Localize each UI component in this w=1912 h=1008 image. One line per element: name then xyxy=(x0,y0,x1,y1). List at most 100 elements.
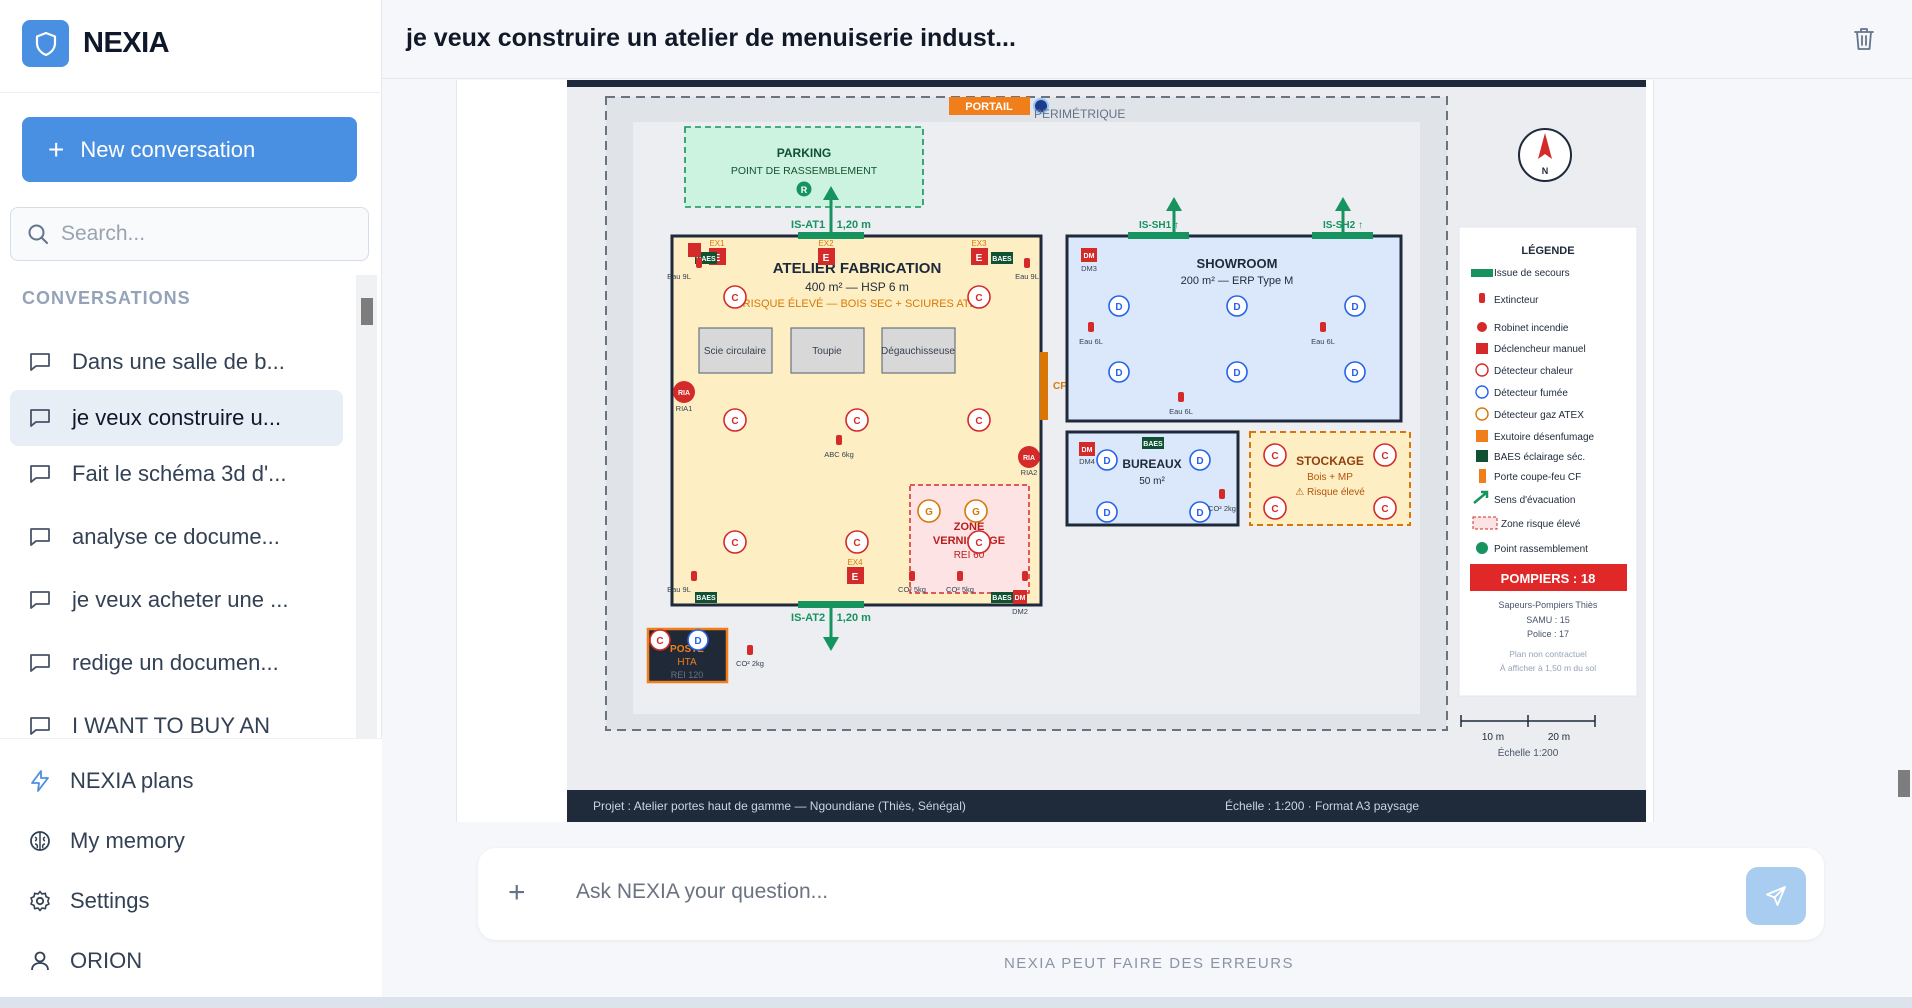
svg-text:C: C xyxy=(975,416,982,427)
trash-icon[interactable] xyxy=(1852,26,1876,52)
equipment-ids: DM3 DM4 DM2 xyxy=(1012,264,1097,616)
svg-text:Détecteur fumée: Détecteur fumée xyxy=(1494,388,1568,399)
conversation-label: analyse ce docume... xyxy=(72,524,280,549)
message-input[interactable] xyxy=(576,872,1676,912)
svg-text:C: C xyxy=(656,636,663,647)
conversation-scrollbar[interactable] xyxy=(356,275,377,738)
svg-text:EX1: EX1 xyxy=(709,239,725,248)
svg-text:BAES: BAES xyxy=(992,595,1012,602)
svg-text:C: C xyxy=(853,416,860,427)
smoke-vent-letters: EEE E xyxy=(714,253,983,583)
machine-box xyxy=(790,327,865,374)
scale-bar xyxy=(1460,715,1596,727)
new-conversation-button[interactable]: + New conversation xyxy=(22,117,357,182)
svg-text:Eau 9L: Eau 9L xyxy=(667,272,691,281)
message-scroll-area[interactable]: PORTAIL PÉRIMÉTRIQUE PARKING POINT DE RA… xyxy=(382,80,1912,822)
attach-plus-icon[interactable]: + xyxy=(508,876,526,909)
brand[interactable]: NEXIA xyxy=(22,20,170,67)
svg-text:Eau 9L: Eau 9L xyxy=(667,585,691,594)
svg-text:EX4: EX4 xyxy=(847,558,863,567)
new-conversation-label: New conversation xyxy=(80,136,256,162)
svg-text:C: C xyxy=(731,538,738,549)
svg-text:Détecteur gaz ATEX: Détecteur gaz ATEX xyxy=(1494,410,1584,421)
svg-text:DM: DM xyxy=(1082,447,1093,454)
svg-text:C: C xyxy=(1381,451,1388,462)
brain-icon xyxy=(30,831,50,851)
top-bar: je veux construire un atelier de menuise… xyxy=(382,0,1912,79)
conversation-scroll-thumb[interactable] xyxy=(361,298,373,325)
send-icon xyxy=(1766,886,1786,906)
composer: + xyxy=(478,848,1824,940)
svg-text:Zone risque élevé: Zone risque élevé xyxy=(1501,519,1581,530)
machine-label: Dégauchisseuse xyxy=(881,346,955,357)
svg-text:C: C xyxy=(731,416,738,427)
sidebar-footer: NEXIA plans My memory Settings ORION xyxy=(0,738,382,997)
fire-hose-reel xyxy=(673,381,695,403)
svg-text:C: C xyxy=(975,293,982,304)
conversation-item[interactable]: I WANT TO BUY AN xyxy=(10,698,343,738)
evacuation-arrowhead xyxy=(823,637,839,651)
user-name: ORION xyxy=(70,948,143,973)
send-button[interactable] xyxy=(1746,867,1806,925)
gas-detectors xyxy=(917,499,988,523)
evacuation-arrowhead xyxy=(823,186,839,200)
nexia-plans-link[interactable]: NEXIA plans xyxy=(28,768,194,794)
evacuation-arrowhead xyxy=(1166,197,1182,211)
rally-point-icon xyxy=(796,181,812,197)
svg-text:D: D xyxy=(1103,508,1110,519)
svg-text:D: D xyxy=(1115,368,1122,379)
manual-call-points xyxy=(688,243,1097,604)
conversation-item[interactable]: Dans une salle de b... xyxy=(10,334,343,390)
plan-footer-scale: Échelle : 1:200 · Format A3 paysage xyxy=(1225,799,1420,813)
main-panel: je veux construire un atelier de menuise… xyxy=(382,0,1912,997)
main-scroll-thumb[interactable] xyxy=(1898,770,1910,797)
legend-labels: Issue de secours Extincteur Robinet ince… xyxy=(1494,268,1595,555)
samu-label: SAMU : 15 xyxy=(1526,615,1570,625)
fire-safety-plan: PORTAIL PÉRIMÉTRIQUE PARKING POINT DE RA… xyxy=(567,80,1646,822)
svg-text:BAES: BAES xyxy=(696,595,716,602)
sapeurs-label: Sapeurs-Pompiers Thiès xyxy=(1499,600,1598,610)
svg-text:E: E xyxy=(823,253,830,264)
svg-text:DM2: DM2 xyxy=(1012,607,1028,616)
svg-text:Issue de secours: Issue de secours xyxy=(1494,268,1570,279)
settings-link[interactable]: Settings xyxy=(28,888,150,914)
conversation-item-active[interactable]: je veux construire u... xyxy=(10,390,343,446)
search-icon xyxy=(28,224,48,244)
conversation-item[interactable]: Fait le schéma 3d d'... xyxy=(10,446,343,502)
poste-rei: REI 120 xyxy=(671,670,704,680)
svg-text:D: D xyxy=(1103,456,1110,467)
fire-hose-reel-letters: RIA xyxy=(1023,455,1035,462)
fire-door xyxy=(1040,352,1048,420)
bureaux-sub: 50 m² xyxy=(1139,476,1165,487)
chat-bubble-icon xyxy=(30,591,50,609)
scale-label: Échelle 1:200 xyxy=(1498,746,1559,759)
svg-text:D: D xyxy=(1115,302,1122,313)
bottom-strip xyxy=(0,997,1912,1008)
heat-detector-letters: CC CCC CCC CC CC C xyxy=(656,293,1388,647)
plan-footer: Projet : Atelier portes haut de gamme — … xyxy=(567,790,1646,822)
fire-hose-reel-letters: RIA xyxy=(678,390,690,397)
stockage-title: STOCKAGE xyxy=(1296,454,1364,468)
conversation-item[interactable]: je veux acheter une ... xyxy=(10,572,343,628)
conversation-item[interactable]: analyse ce docume... xyxy=(10,509,343,565)
emergency-exit xyxy=(1312,232,1373,239)
svg-text:Extincteur: Extincteur xyxy=(1494,295,1539,306)
my-memory-link[interactable]: My memory xyxy=(28,828,185,854)
evacuation-arrowhead xyxy=(1335,197,1351,211)
chat-bubble-icon xyxy=(30,409,50,427)
conversation-item[interactable]: redige un documen... xyxy=(10,635,343,691)
search-input[interactable] xyxy=(61,222,341,246)
emergency-exit xyxy=(798,601,864,608)
parking-title: PARKING xyxy=(777,146,831,160)
lightning-icon xyxy=(31,770,49,792)
svg-text:C: C xyxy=(1271,504,1278,515)
svg-text:C: C xyxy=(731,293,738,304)
user-profile-link[interactable]: ORION xyxy=(28,948,142,974)
svg-text:Déclencheur manuel: Déclencheur manuel xyxy=(1494,344,1586,355)
user-icon xyxy=(31,951,49,971)
conversation-label: I WANT TO BUY AN xyxy=(72,713,271,738)
svg-text:D: D xyxy=(694,636,701,647)
search-box[interactable] xyxy=(10,207,369,261)
